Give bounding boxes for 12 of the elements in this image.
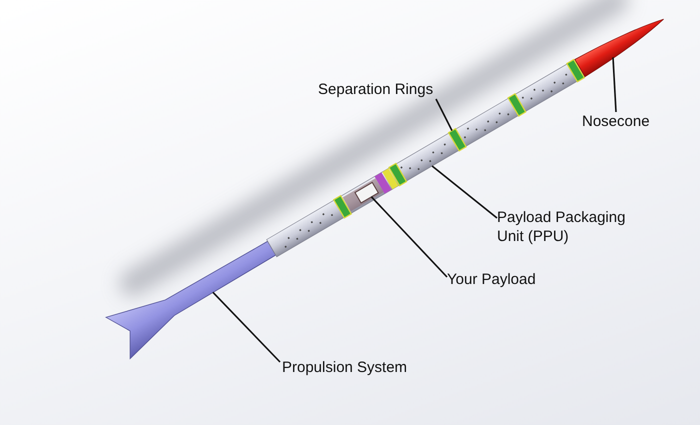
- leader-line: [370, 196, 448, 278]
- leader-line: [212, 292, 281, 363]
- part-label: Separation Rings: [318, 80, 448, 99]
- rocket-motor: [105, 240, 276, 360]
- leader-line: [612, 57, 617, 112]
- leader-line: [435, 98, 453, 131]
- part-label: Payload Packaging Unit (PPU): [497, 208, 647, 246]
- part-label: Nosecone: [582, 112, 672, 131]
- part-label: Your Payload: [447, 270, 557, 289]
- nosecone: [574, 18, 664, 77]
- leader-line: [432, 165, 498, 219]
- part-label: Propulsion System: [282, 358, 422, 377]
